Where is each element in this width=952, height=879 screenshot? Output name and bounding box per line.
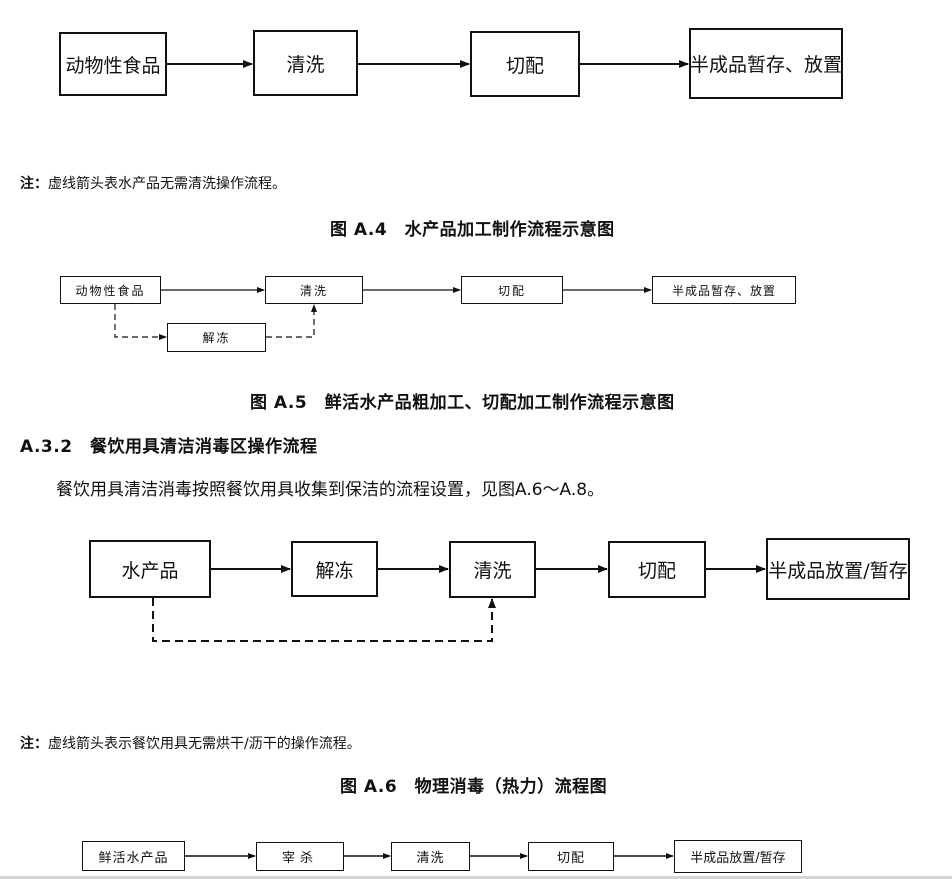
page-bottom-edge — [0, 876, 952, 879]
flow-box-aquatic: 水产品 — [89, 540, 211, 598]
flow-box-semi-finished-store: 半成品暂存、放置 — [689, 28, 843, 99]
fig-a5-arrows — [114, 287, 652, 340]
flow-box-wash: 清洗 — [449, 541, 536, 598]
flow-box-wash: 清洗 — [265, 276, 363, 304]
flow-box-animal-food: 动物性食品 — [60, 276, 161, 304]
note-text: 虚线箭头表示餐饮用具无需烘干/沥干的操作流程。 — [48, 736, 361, 752]
fig-a5-caption: 图 A.5 鲜活水产品粗加工、切配加工制作流程示意图 — [250, 393, 675, 413]
flow-box-wash: 清洗 — [253, 30, 358, 96]
flow-box-cut: 切配 — [528, 842, 614, 871]
fig-a6-note: 注：虚线箭头表示餐饮用具无需烘干/沥干的操作流程。 — [20, 733, 361, 753]
flow-box-thaw: 解冻 — [291, 541, 378, 597]
section-heading: A.3.2 餐饮用具清洁消毒区操作流程 — [20, 437, 318, 457]
note-label: 注： — [20, 736, 48, 752]
flow-box-cut: 切配 — [470, 31, 580, 97]
flow-box-slaughter: 宰杀 — [256, 842, 344, 871]
flow-box-semi-finished-store: 半成品放置/暂存 — [766, 538, 910, 600]
flow-box-cut: 切配 — [608, 541, 706, 598]
flow-box-animal-food: 动物性食品 — [59, 32, 167, 96]
flow-box-cut: 切配 — [461, 276, 563, 304]
note-text: 虚线箭头表水产品无需清洗操作流程。 — [48, 176, 286, 192]
fig-a4-caption: 图 A.4 水产品加工制作流程示意图 — [330, 220, 615, 240]
note-label: 注： — [20, 176, 48, 192]
fig-a6-arrows — [152, 565, 766, 642]
fig-a4-note: 注：虚线箭头表水产品无需清洗操作流程。 — [20, 173, 286, 193]
flow-box-semi-finished-store: 半成品放置/暂存 — [674, 840, 802, 873]
flow-box-wash: 清洗 — [391, 842, 470, 871]
flow-box-semi-finished-store: 半成品暂存、放置 — [652, 276, 796, 304]
fig-a6-caption: 图 A.6 物理消毒（热力）流程图 — [340, 777, 608, 797]
flow-box-thaw: 解冻 — [167, 323, 266, 352]
section-paragraph: 餐饮用具清洁消毒按照餐饮用具收集到保洁的流程设置，见图A.6～A.8。 — [56, 480, 605, 500]
flow-box-live-aquatic: 鲜活水产品 — [82, 841, 185, 871]
